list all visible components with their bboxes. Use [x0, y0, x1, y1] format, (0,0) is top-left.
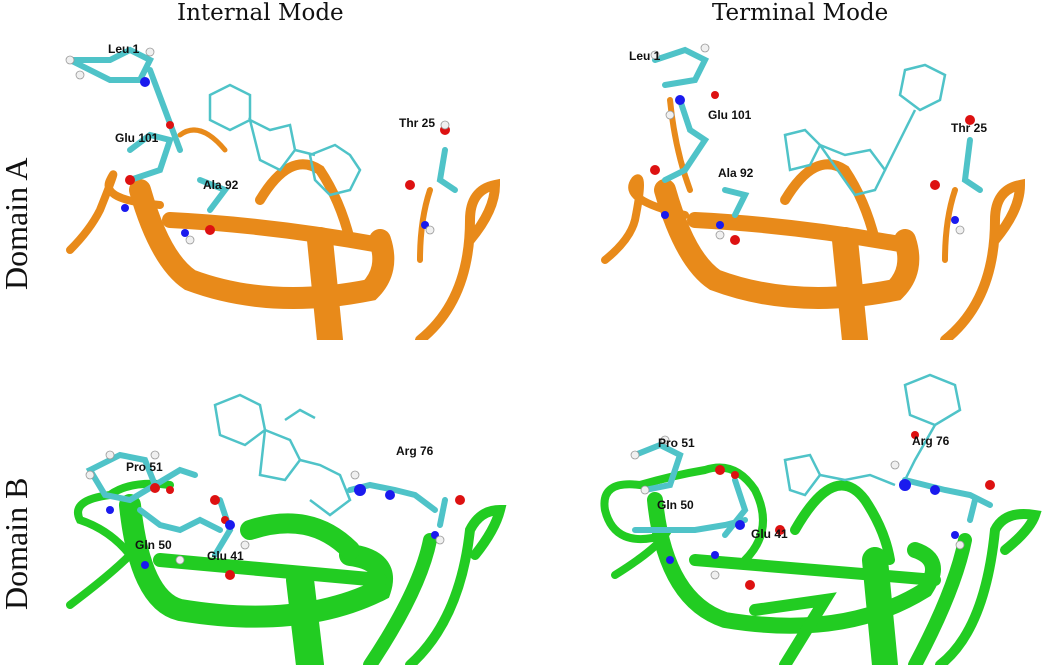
residue-label-ala-92: Ala 92	[718, 166, 754, 180]
panel-domain-a-internal	[50, 40, 520, 340]
residue-label-glu-41: Glu 41	[751, 527, 788, 541]
residue-label-ala-92: Ala 92	[203, 178, 239, 192]
row-title-domain-a: Domain A	[0, 157, 34, 290]
residue-label-leu-1: Leu 1	[108, 42, 140, 56]
residue-label-glu-101: Glu 101	[708, 108, 752, 122]
residue-label-glu-41: Glu 41	[207, 549, 244, 563]
panel-domain-b-internal	[50, 360, 520, 665]
green-ribbon-structure-illustration	[66, 393, 507, 665]
row-title-domain-b: Domain B	[0, 477, 34, 610]
panel-domain-b-terminal	[595, 360, 1045, 665]
green-ribbon-structure-illustration	[600, 373, 1042, 665]
column-title-terminal-mode: Terminal Mode	[712, 0, 889, 26]
orange-ribbon-structure-illustration	[601, 43, 1026, 340]
residue-label-thr-25: Thr 25	[951, 121, 988, 135]
column-title-internal-mode: Internal Mode	[177, 0, 344, 26]
residue-label-arg-76: Arg 76	[912, 434, 950, 448]
residue-label-leu-1: Leu 1	[629, 49, 661, 63]
residue-label-pro-51: Pro 51	[126, 460, 163, 474]
residue-label-gln-50: Gln 50	[657, 498, 694, 512]
residue-label-glu-101: Glu 101	[115, 131, 159, 145]
residue-label-arg-76: Arg 76	[396, 444, 434, 458]
residue-label-thr-25: Thr 25	[399, 116, 436, 130]
residue-label-gln-50: Gln 50	[135, 538, 172, 552]
residue-label-pro-51: Pro 51	[658, 436, 695, 450]
orange-ribbon-structure-illustration	[65, 46, 501, 340]
panel-domain-a-terminal	[595, 40, 1045, 340]
